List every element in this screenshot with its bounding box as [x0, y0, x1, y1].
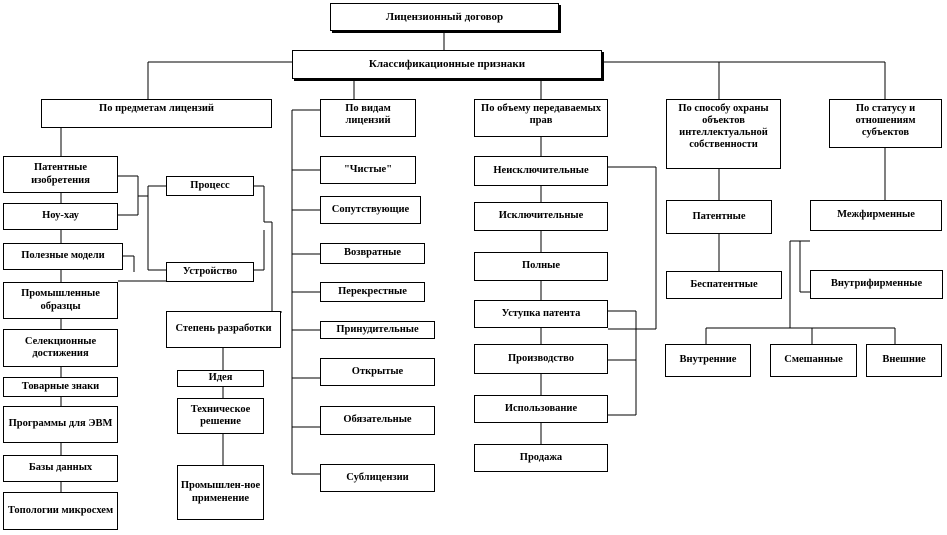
stage-item: Промышлен-ное применение	[177, 465, 264, 520]
scope-item: Неисключительные	[474, 156, 608, 186]
subject-item: Товарные знаки	[3, 377, 118, 397]
scope-item-label: Продажа	[519, 451, 563, 463]
scope-item: Производство	[474, 344, 608, 374]
scope-item-label: Производство	[507, 352, 575, 364]
title-label: Лицензионный договор	[385, 10, 504, 23]
title-box: Лицензионный договор	[330, 3, 559, 31]
category-status-label: По статусу и отношениям субъектов	[855, 103, 916, 139]
type-item: "Чистые"	[320, 156, 416, 184]
subject-item: Программы для ЭВМ	[3, 406, 118, 443]
subject-item: Топологии микросхем	[3, 492, 118, 530]
scope-item-label: Уступка патента	[501, 307, 581, 319]
subject-item-label: Селекционные достижения	[24, 335, 97, 359]
status-item: Внутрифирменные	[810, 270, 943, 299]
subject-item-label: Ноу-хау	[42, 210, 79, 222]
subject-item: Промышленные образцы	[3, 282, 118, 319]
category-types: По видам лицензий	[320, 99, 416, 137]
category-protection: По способу охраны объектов интеллектуаль…	[666, 99, 781, 169]
stage-label: Степень разработки	[175, 323, 272, 335]
stage-item-label: Промышлен-ное применение	[180, 480, 261, 504]
category-status: По статусу и отношениям субъектов	[829, 99, 942, 148]
protection-item-label: Беспатентные	[690, 278, 758, 290]
scope-item-label: Полные	[521, 260, 561, 272]
protection-sub-item: Внутренние	[665, 344, 751, 377]
protection-sub-item: Смешанные	[770, 344, 857, 377]
classification-label: Классификационные признаки	[368, 58, 526, 71]
scope-item: Продажа	[474, 444, 608, 472]
protection-item: Патентные	[666, 200, 772, 234]
type-item-label: Возвратные	[343, 247, 402, 259]
protection-sub-item-label: Смешанные	[784, 354, 843, 366]
category-subjects: По предметам лицензий	[41, 99, 272, 128]
type-item: Сублицензии	[320, 464, 435, 492]
protection-sub-item: Внешние	[866, 344, 942, 377]
stage-item-label: Техническое решение	[190, 403, 251, 427]
scope-item-label: Неисключительные	[493, 164, 589, 176]
process-box: Процесс	[166, 176, 254, 196]
subject-item-label: Программы для ЭВМ	[8, 418, 113, 430]
stage-item: Техническое решение	[177, 398, 264, 434]
type-item-label: Сопутствующие	[331, 203, 410, 215]
subject-item: Полезные модели	[3, 243, 123, 270]
type-item-label: Перекрестные	[338, 285, 407, 297]
type-item-label: Сублицензии	[346, 471, 409, 483]
device-box: Устройство	[166, 262, 254, 282]
status-item-label: Внутрифирменные	[830, 278, 923, 290]
type-item-label: Открытые	[351, 365, 404, 377]
subject-item: Патентные изобретения	[3, 156, 118, 193]
category-scope: По объему передаваемых прав	[474, 99, 608, 137]
scope-item: Уступка патента	[474, 300, 608, 328]
subject-item: Базы данных	[3, 455, 118, 482]
protection-sub-item-label: Внешние	[882, 354, 926, 366]
subject-item-label: Патентные изобретения	[31, 162, 90, 186]
category-scope-label: По объему передаваемых прав	[481, 103, 601, 127]
status-item-label: Межфирменные	[837, 209, 915, 221]
subject-item: Селекционные достижения	[3, 329, 118, 367]
process-label: Процесс	[190, 179, 230, 191]
category-subjects-label: По предметам лицензий	[99, 103, 214, 114]
classification-box: Классификационные признаки	[292, 50, 602, 79]
subject-item-label: Базы данных	[28, 462, 93, 474]
protection-sub-item-label: Внутренние	[679, 354, 737, 366]
type-item: Перекрестные	[320, 282, 425, 302]
type-item: Обязательные	[320, 406, 435, 435]
subject-item-label: Полезные модели	[21, 250, 105, 262]
scope-item: Использование	[474, 395, 608, 423]
type-item-label: Обязательные	[343, 414, 412, 426]
protection-item-label: Патентные	[692, 210, 746, 222]
scope-item-label: Использование	[504, 402, 578, 414]
subject-item-label: Промышленные образцы	[21, 288, 100, 312]
scope-item: Полные	[474, 252, 608, 281]
protection-item: Беспатентные	[666, 271, 782, 299]
type-item-label: Принудительные	[336, 323, 419, 335]
scope-item-label: Исключительные	[498, 210, 584, 222]
type-item-label: "Чистые"	[343, 163, 393, 175]
stage-item: Идея	[177, 370, 264, 387]
device-label: Устройство	[182, 265, 238, 277]
scope-item: Исключительные	[474, 202, 608, 231]
category-types-label: По видам лицензий	[345, 103, 391, 127]
subject-item-label: Топологии микросхем	[7, 504, 114, 516]
subject-item-label: Товарные знаки	[21, 380, 100, 392]
type-item: Открытые	[320, 358, 435, 386]
type-item: Сопутствующие	[320, 196, 421, 224]
stage-item-label: Идея	[208, 372, 233, 384]
type-item: Принудительные	[320, 321, 435, 339]
stage-box: Степень разработки	[166, 311, 281, 348]
status-item: Межфирменные	[810, 200, 942, 231]
type-item: Возвратные	[320, 243, 425, 264]
subject-item: Ноу-хау	[3, 203, 118, 230]
category-protection-label: По способу охраны объектов интеллектуаль…	[678, 103, 769, 151]
